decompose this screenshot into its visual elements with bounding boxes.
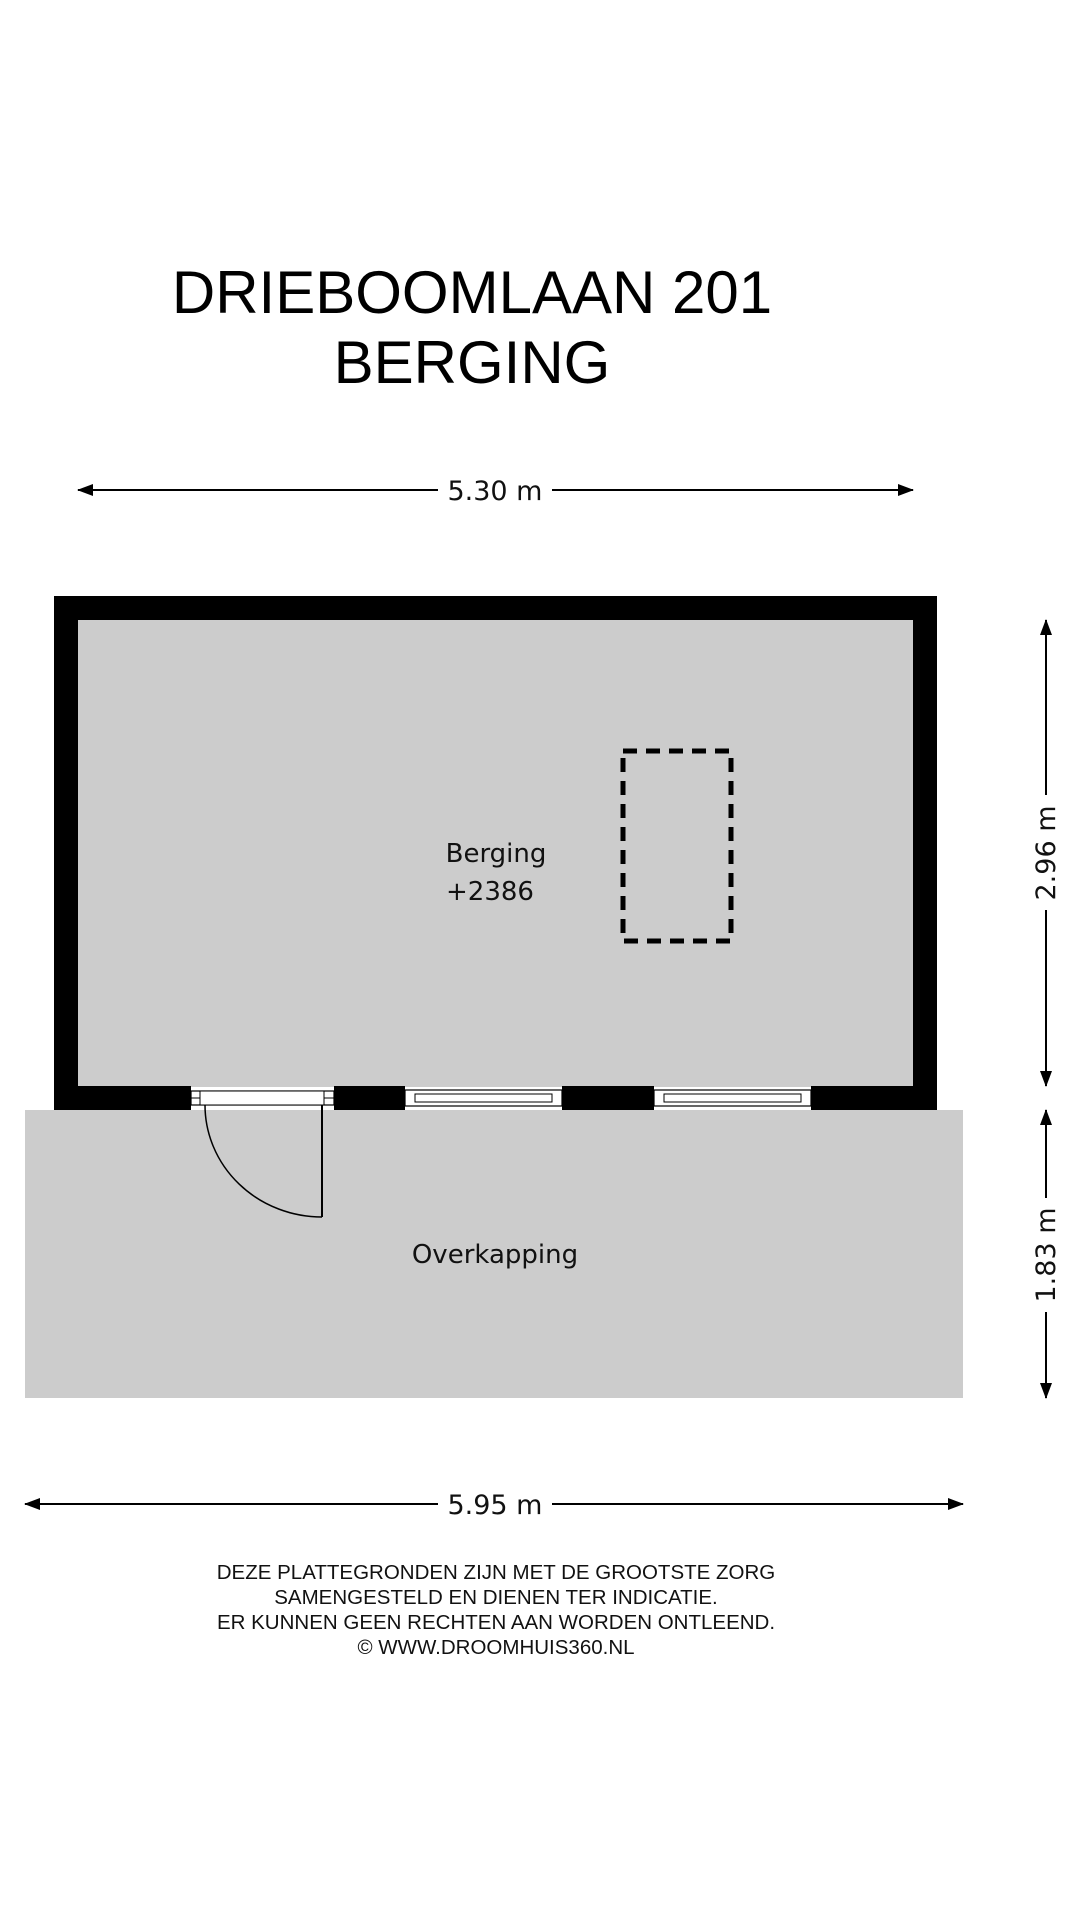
right-upper-dimension: 2.96 m: [1031, 619, 1062, 1087]
room-label-berging: Berging: [446, 839, 547, 869]
right-lower-dimension: 1.83 m: [1031, 1109, 1062, 1399]
wall-bottom-segment: [562, 1086, 654, 1110]
walls: [54, 596, 937, 1110]
wall-right: [913, 596, 937, 1110]
room-level-berging: +2386: [446, 877, 534, 907]
hatch-outline: [620, 748, 734, 944]
top-width-label: 5.30 m: [447, 476, 542, 507]
disclaimer-line: SAMENGESTELD EN DIENEN TER INDICATIE.: [274, 1586, 717, 1609]
copyright-line: © WWW.DROOMHUIS360.NL: [357, 1636, 634, 1659]
door: [190, 1090, 335, 1218]
plan-subtitle: BERGING: [334, 329, 611, 396]
right-lower-label: 1.83 m: [1031, 1207, 1062, 1302]
berging-floor: [77, 620, 914, 1087]
bottom-width-label: 5.95 m: [447, 1490, 542, 1521]
wall-bottom-segment: [811, 1086, 937, 1110]
disclaimer: DEZE PLATTEGRONDEN ZIJN MET DE GROOTSTE …: [217, 1561, 775, 1659]
door-swing-arc: [204, 1104, 323, 1218]
right-upper-label: 2.96 m: [1031, 805, 1062, 900]
disclaimer-line: ER KUNNEN GEEN RECHTEN AAN WORDEN ONTLEE…: [217, 1611, 775, 1634]
window: [653, 1089, 812, 1107]
window: [404, 1089, 563, 1107]
top-width-dimension: 5.30 m: [77, 476, 914, 507]
wall-bottom-segment: [334, 1086, 405, 1110]
wall-left: [54, 596, 78, 1110]
disclaimer-line: DEZE PLATTEGRONDEN ZIJN MET DE GROOTSTE …: [217, 1561, 775, 1584]
overkapping-area: [25, 1110, 963, 1398]
wall-bottom-segment: [54, 1086, 191, 1110]
bottom-width-dimension: 5.95 m: [24, 1490, 964, 1521]
wall-top: [54, 596, 937, 620]
plan-title: DRIEBOOMLAAN 201: [172, 259, 772, 326]
room-label-overkapping: Overkapping: [412, 1240, 578, 1270]
